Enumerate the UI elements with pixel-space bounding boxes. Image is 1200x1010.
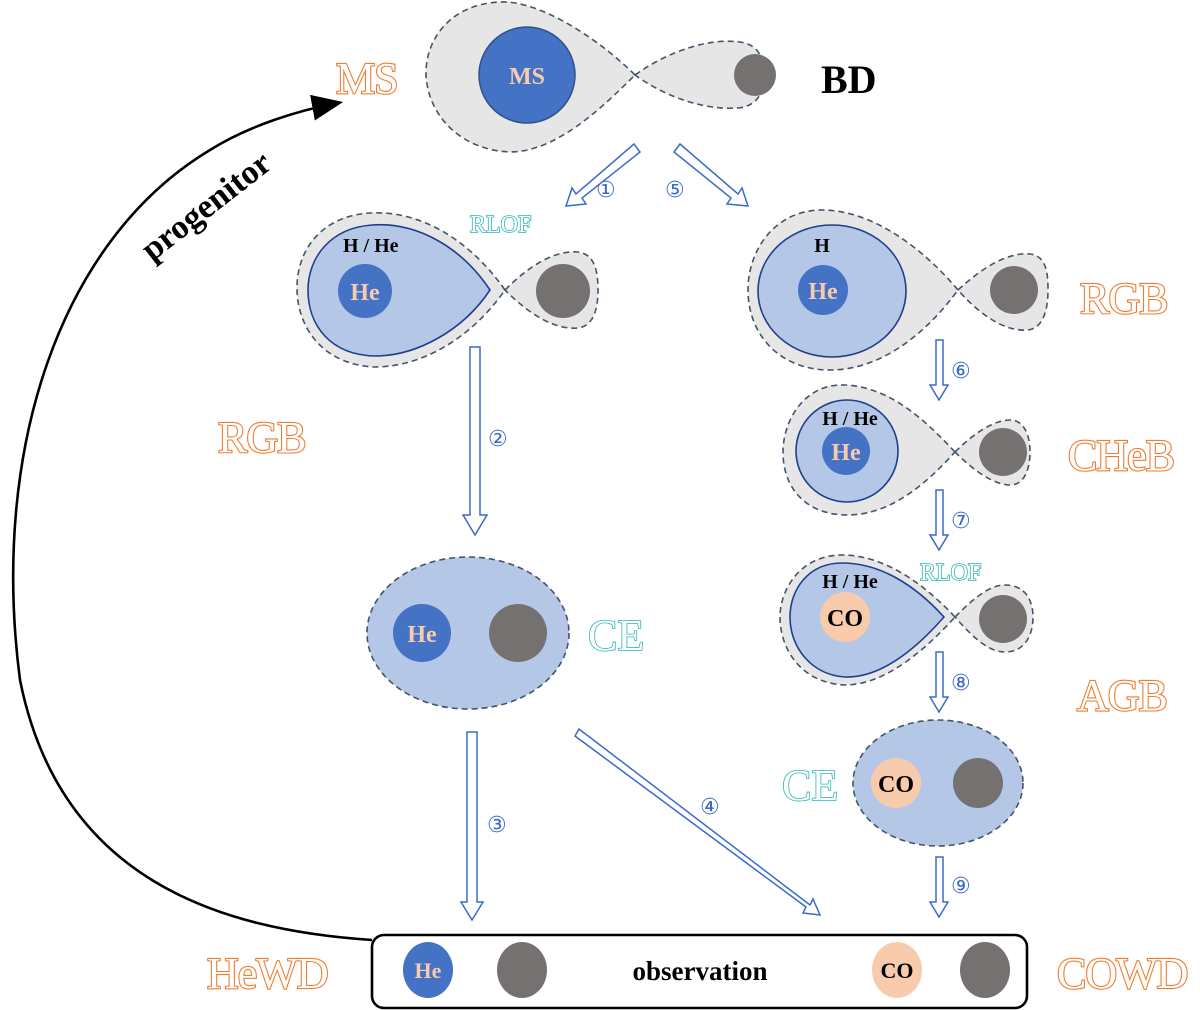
process-label-ce-right: CE	[782, 761, 838, 810]
stage-label-cheb: CHeB	[1068, 431, 1174, 480]
step-6-label: ⑥	[951, 359, 971, 384]
left-rgb-core-label: He	[350, 280, 380, 306]
left-brown-dwarf	[536, 264, 590, 318]
progenitor-label: progenitor	[134, 144, 278, 268]
right-rgb-core-label: He	[808, 279, 838, 305]
right-brown-dwarf	[990, 266, 1038, 314]
ms-bd-binary: MS	[425, 1, 776, 153]
arrow-step-7	[928, 489, 950, 552]
right-rgb-envelope-label: H	[814, 235, 830, 257]
process-label-ce-left: CE	[588, 611, 644, 660]
step-3-label: ③	[487, 813, 507, 838]
arrow-step-9	[928, 856, 950, 919]
right-ce-envelope	[852, 719, 1024, 847]
agb-core-label: CO	[827, 606, 863, 632]
observed-brown-dwarf-2	[960, 942, 1010, 998]
agb-binary: H / He CO	[779, 554, 1034, 686]
step-5-label: ⑤	[665, 178, 685, 203]
ms-star-label: MS	[509, 64, 545, 90]
step-1-label: ①	[596, 178, 616, 203]
step-4-label: ④	[700, 795, 720, 820]
cheb-core	[822, 427, 870, 475]
left-ce-binary: He	[366, 556, 570, 710]
stage-label-ms: MS	[336, 54, 398, 103]
arrow-step-3	[459, 731, 485, 922]
right-ce-core	[871, 758, 921, 808]
stage-label-rgb-right: RGB	[1080, 274, 1167, 323]
observation-label: observation	[633, 956, 768, 986]
step-2-label: ②	[488, 427, 508, 452]
stage-label-bd: BD	[821, 57, 877, 102]
left-rgb-core	[338, 264, 392, 318]
cheb-envelope-label: H / He	[822, 408, 878, 430]
observed-co-wd-label: CO	[881, 958, 914, 983]
cheb-binary: H / He He	[782, 384, 1031, 516]
ms-star	[478, 26, 576, 124]
cheb-brown-dwarf	[979, 428, 1027, 476]
right-rgb-binary: H He	[747, 209, 1049, 371]
left-ce-envelope	[366, 556, 570, 710]
arrow-step-2	[461, 346, 489, 537]
right-rgb-core	[798, 265, 848, 315]
process-label-rlof-left: RLOF	[470, 212, 531, 238]
step-9-label: ⑨	[951, 874, 971, 899]
observed-co-wd	[872, 942, 922, 998]
stage-label-rgb-left: RGB	[218, 413, 305, 462]
observed-he-wd-label: He	[415, 958, 442, 983]
brown-dwarf	[734, 54, 776, 96]
process-label-rlof-right: RLOF	[920, 560, 981, 586]
left-ce-core-label: He	[407, 622, 437, 648]
arrow-step-5	[672, 142, 750, 207]
agb-envelope-label: H / He	[822, 571, 878, 593]
agb-brown-dwarf	[979, 595, 1027, 643]
left-ce-brown-dwarf	[489, 604, 547, 662]
bd-roche-lobe	[633, 40, 765, 110]
cheb-core-label: He	[831, 440, 861, 466]
stage-label-hewd: HeWD	[207, 949, 328, 998]
arrow-step-4	[574, 727, 822, 916]
arrow-step-1	[564, 142, 642, 207]
left-rgb-envelope-label: H / He	[343, 235, 399, 257]
progenitor-arrow	[11, 94, 373, 942]
step-7-label: ⑦	[951, 509, 971, 534]
observed-brown-dwarf-1	[497, 942, 547, 998]
arrow-step-8	[928, 651, 950, 714]
observation-box: He observation CO	[370, 933, 1029, 1010]
right-ce-binary: CO	[852, 719, 1024, 847]
right-ce-brown-dwarf	[953, 758, 1003, 808]
step-8-label: ⑧	[951, 671, 971, 696]
right-ce-core-label: CO	[878, 772, 914, 798]
agb-core	[820, 592, 870, 642]
left-rgb-binary: H / He He	[296, 212, 599, 368]
arrow-step-6	[928, 339, 950, 402]
stage-label-cowd: COWD	[1057, 949, 1188, 998]
observed-he-wd	[403, 942, 453, 998]
left-ce-core	[393, 604, 451, 662]
left-rgb-envelope	[307, 223, 491, 357]
stage-label-agb: AGB	[1077, 671, 1167, 720]
